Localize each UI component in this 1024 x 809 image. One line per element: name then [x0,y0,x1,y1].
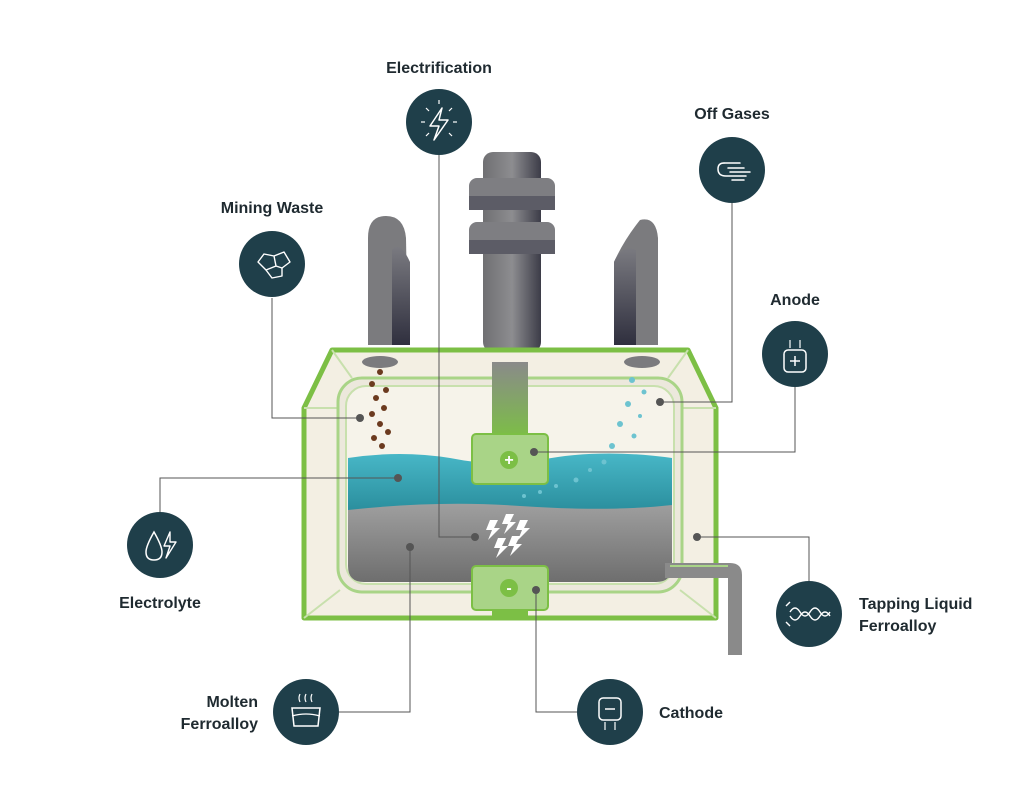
label-molten-line2: Ferroalloy [180,716,258,733]
wind-icon [699,137,765,203]
exhaust-pipes [368,152,658,352]
label-cathode: Cathode [659,705,723,722]
anode: + [471,362,549,485]
cathode-sign: - [506,580,511,597]
icon-circles [127,89,842,745]
label-molten-line1: Molten [206,694,258,711]
gas-bubbles [522,377,647,498]
connector-lines [159,148,810,713]
anode-plus-icon [762,321,828,387]
electric-bolts [486,514,530,558]
steaming-pot-icon [273,679,339,745]
connector-electrolyte [159,477,398,512]
twisted-flow-icon [776,581,842,647]
label-off-gases: Off Gases [694,106,770,123]
cathode-minus-icon [577,679,643,745]
label-molten-ferroalloy: Molten Ferroalloy [150,692,258,736]
tapping-spout [665,563,742,655]
label-electrification: Electrification [386,60,492,77]
cathode: - [471,565,549,618]
connector-electrification [438,148,475,538]
connector-dots [356,398,701,594]
label-tapping-line1: Tapping Liquid [859,596,973,613]
connector-tapping [697,536,810,582]
connector-anode [534,386,796,453]
connector-mining-waste [271,298,360,419]
connector-off-gases [660,202,733,403]
mining-waste-particles [369,369,391,449]
connector-molten [338,547,411,713]
label-tapping-liquid-ferroalloy: Tapping Liquid Ferroalloy [859,594,972,638]
connector-cathode [535,590,580,713]
label-anode: Anode [770,292,820,309]
anode-sign: + [504,452,513,469]
rocks-icon [239,231,305,297]
label-mining-waste: Mining Waste [220,200,324,217]
label-electrolyte: Electrolyte [119,595,201,612]
label-tapping-line2: Ferroalloy [859,618,937,635]
droplet-bolt-icon [127,512,193,578]
lightning-icon [406,89,472,155]
